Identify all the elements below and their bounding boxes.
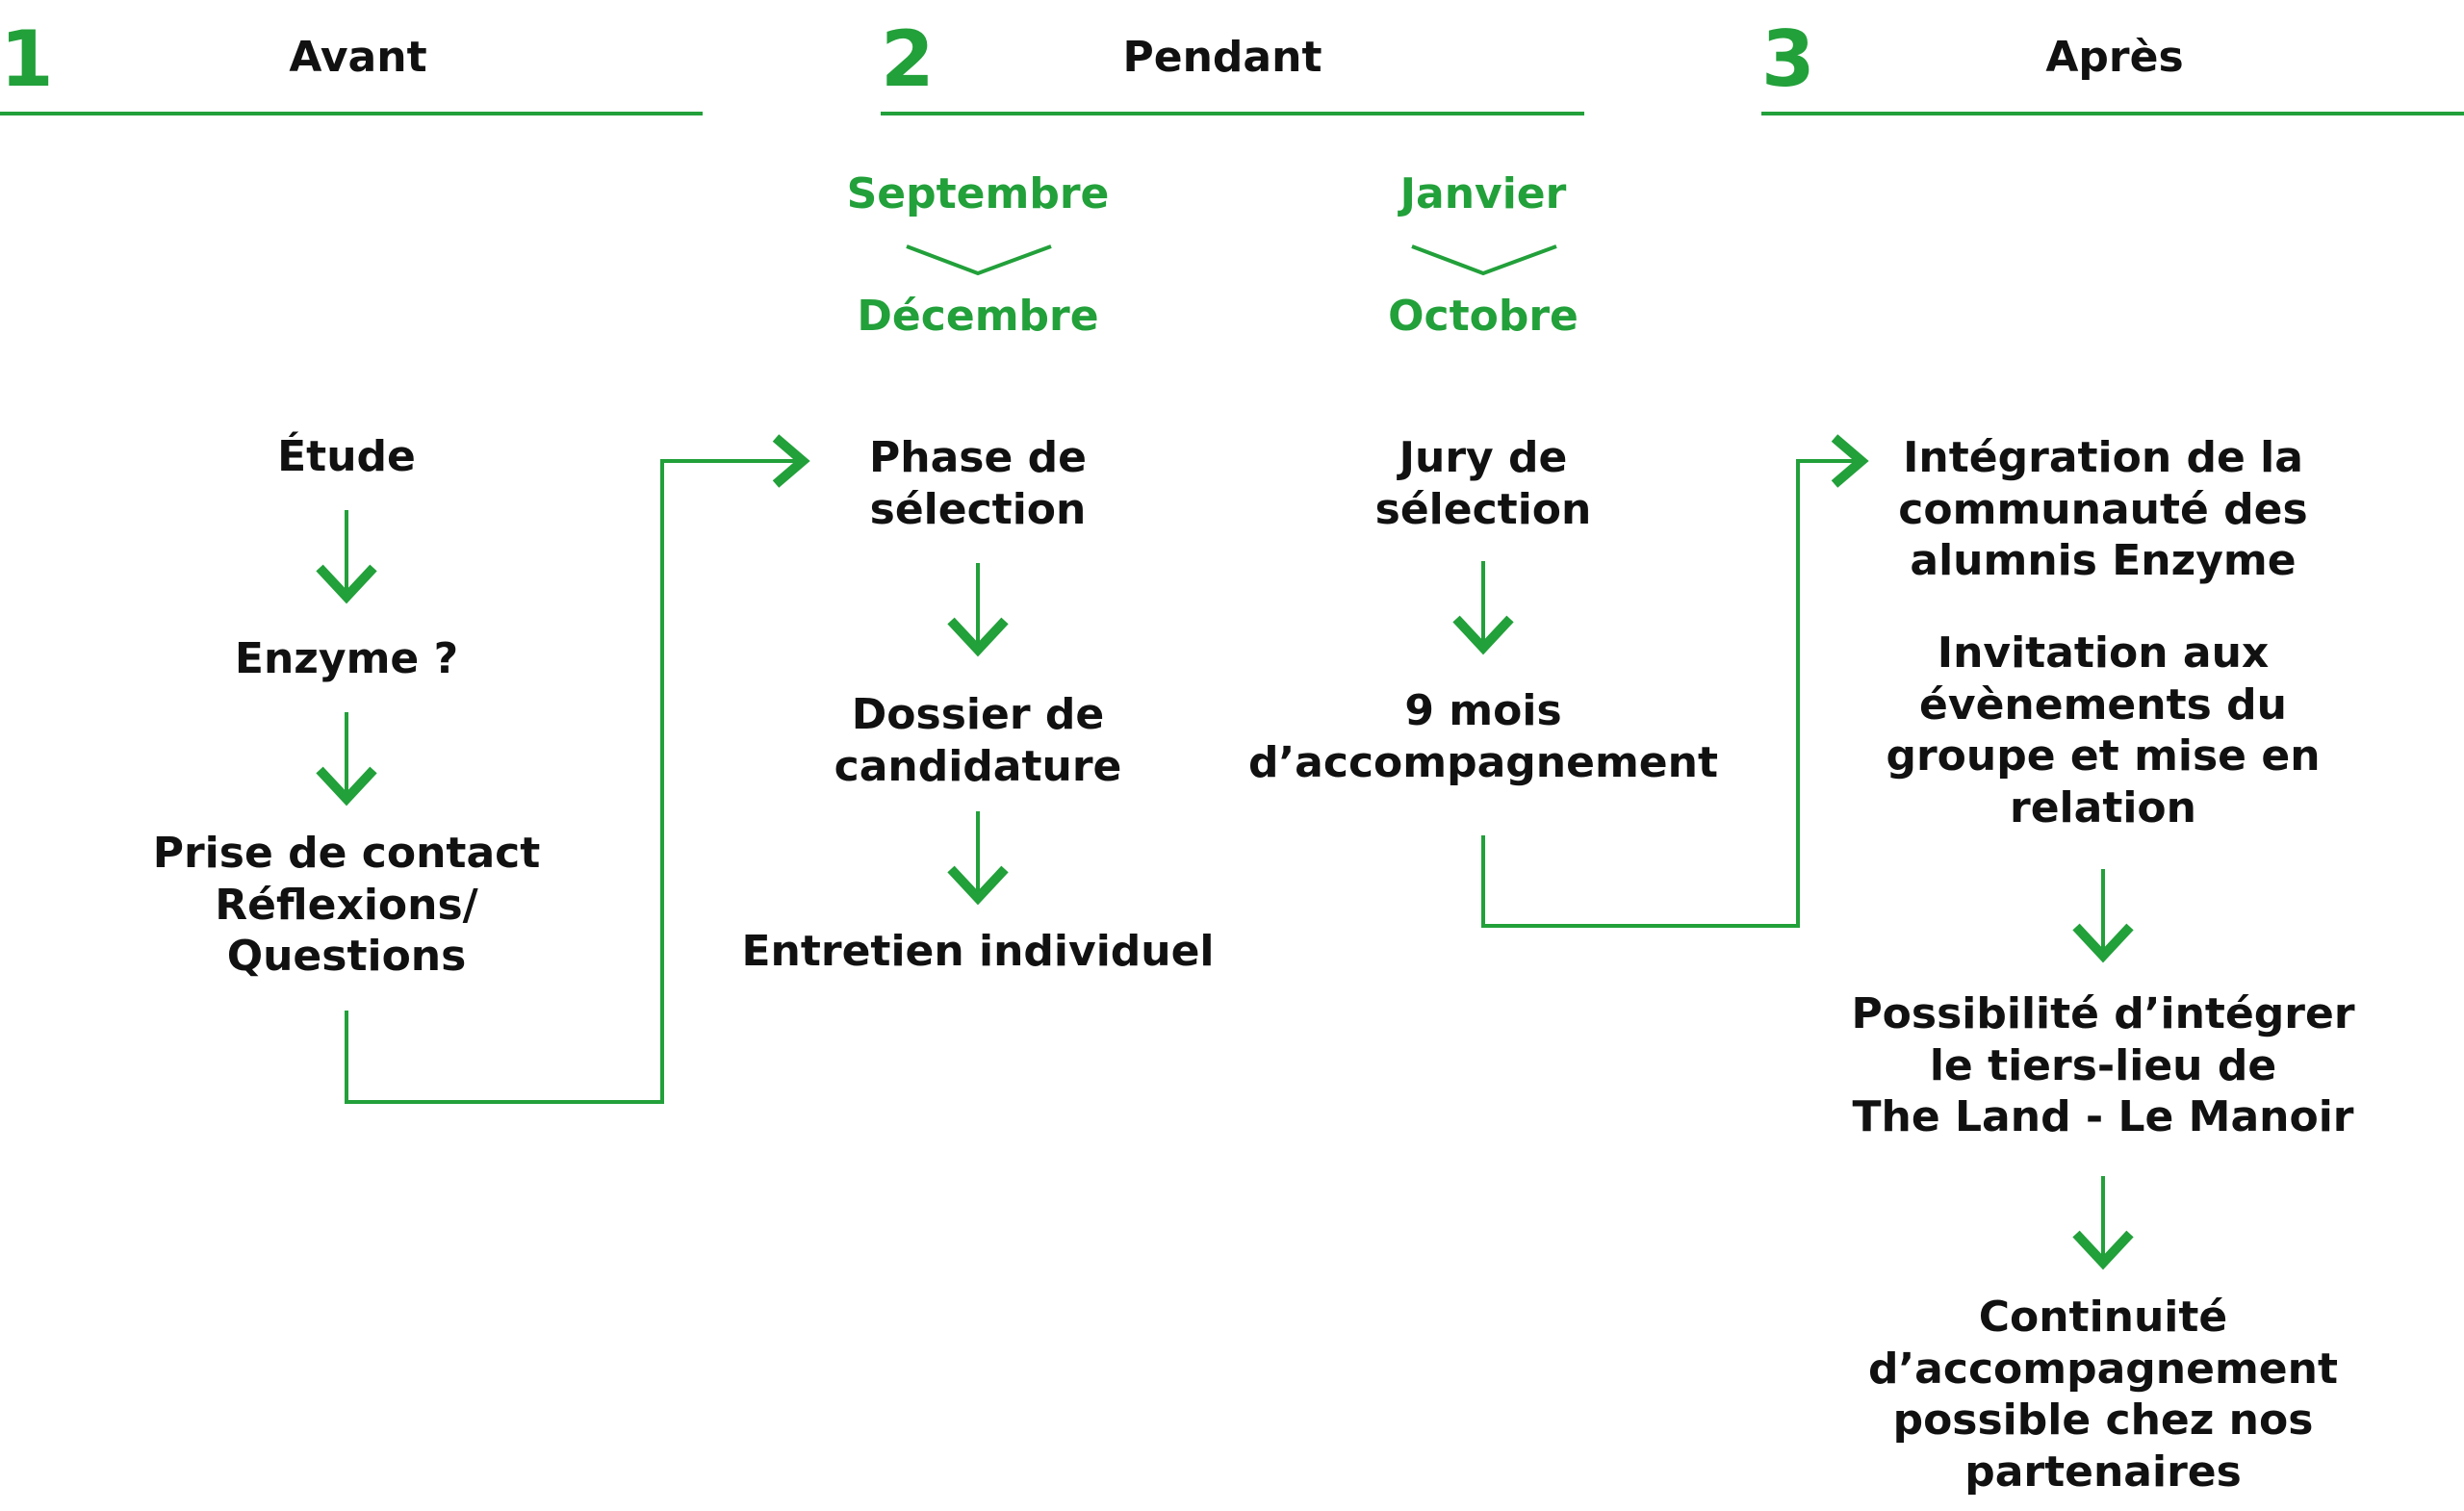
step-prise-de-contact: Prise de contact Réflexions/ Questions: [152, 829, 541, 982]
step-dossier-de-candidature: Dossier de candidature: [834, 690, 1122, 791]
phase-1-number: 1: [0, 14, 54, 104]
phase-1-label: Avant: [289, 33, 427, 82]
step-integration-communaute: Intégration de la communauté des alumnis…: [1898, 433, 2308, 586]
step-tiers-lieu: Possibilité d’intégrer le tiers-lieu de …: [1851, 989, 2355, 1142]
step-etude: Étude: [277, 432, 416, 481]
phase-2-number: 2: [881, 14, 935, 104]
step-invitation-evenements: Invitation aux évènements du groupe et m…: [1886, 628, 2321, 833]
phase-3-label: Après: [2045, 33, 2184, 82]
period-1-from: Septembre: [846, 169, 1110, 218]
step-continuite: Continuité d’accompagnement possible che…: [1867, 1293, 2339, 1498]
period-2-from: Janvier: [1399, 169, 1567, 218]
connector-pendant-apres: [1481, 459, 1858, 928]
phase-3-number: 3: [1761, 14, 1815, 104]
phase-2-label: Pendant: [1122, 33, 1322, 82]
period-2-to: Octobre: [1388, 292, 1578, 341]
connector-avant-pendant: [345, 459, 799, 1104]
period-2-chevron: [1411, 244, 1557, 276]
step-enzyme: Enzyme ?: [234, 634, 459, 683]
step-9-mois: 9 mois d’accompagnement: [1247, 686, 1719, 787]
step-jury-de-selection: Jury de sélection: [1374, 433, 1592, 534]
period-1-to: Décembre: [857, 292, 1099, 341]
step-phase-de-selection: Phase de sélection: [869, 433, 1087, 534]
period-1-chevron: [906, 244, 1052, 276]
step-entretien-individuel: Entretien individuel: [741, 927, 1215, 976]
